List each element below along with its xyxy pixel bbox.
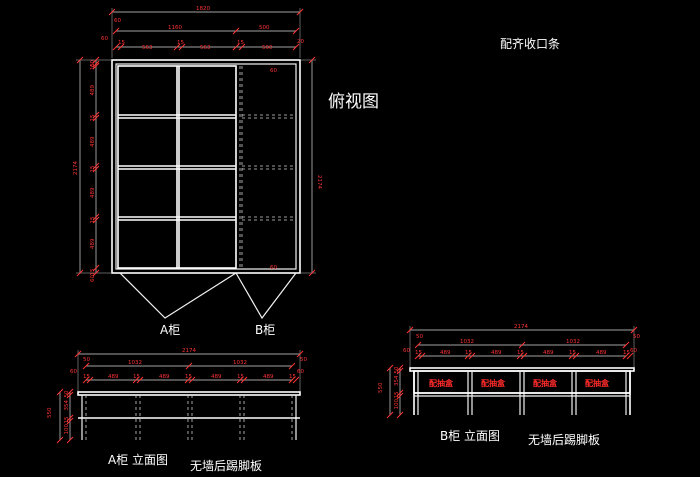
cabinet-leaders — [119, 272, 297, 320]
plan-a-width: 1160 — [168, 25, 182, 31]
b-elev-left-end: 50 — [416, 334, 423, 340]
plan-left-seq-9: 489 — [90, 238, 96, 249]
a-elev-right-end: 50 — [300, 357, 307, 363]
plan-right-dimensions: 2174 — [300, 56, 322, 277]
b-elev-bay-7: 15 — [569, 350, 576, 356]
plan-left-total: 2174 — [73, 161, 79, 175]
plan-bay2: 563 — [200, 45, 211, 51]
b-elev-bay-5: 15 — [517, 350, 524, 356]
cabinet-a-grid — [117, 65, 237, 269]
a-elev-bay-7: 15 — [237, 374, 244, 380]
a-elevation-title: A柜 立面图 — [108, 452, 168, 467]
a-elev-height-3: 15 — [64, 416, 70, 423]
b-elev-half-left: 1032 — [460, 339, 474, 345]
a-elev-left-end2: 60 — [70, 369, 77, 375]
plan-corner-bottom-dim: 60 — [270, 265, 277, 271]
top-view-title: 俯视图 — [328, 92, 379, 112]
align-edge-note: 配齐收口条 — [500, 36, 560, 51]
plan-left-seq-1: 60 — [90, 60, 96, 67]
a-elev-bay-dims: 15 489 15 489 15 489 15 489 15 — [82, 374, 300, 384]
a-elev-height-2: 354 — [64, 400, 70, 411]
plan-seg1: 15 — [118, 40, 125, 46]
plan-left-seq-2: 15 — [90, 63, 96, 70]
a-elevation: 2174 50 50 1032 1032 60 60 15 489 15 489 15 4… — [47, 348, 307, 444]
plan-left-seq-10: 15 — [90, 268, 96, 275]
b-elev-bay-8: 489 — [596, 350, 607, 356]
cabinet-a-label: A柜 — [160, 323, 180, 337]
a-elev-half-right: 1032 — [233, 360, 247, 366]
plan-b-width: 500 — [259, 25, 270, 31]
plan-right-total: 2174 — [316, 175, 322, 189]
a-elev-bay-8: 489 — [263, 374, 274, 380]
a-elev-height-total: 550 — [47, 407, 53, 418]
b-elev-bay-2: 489 — [440, 350, 451, 356]
cabinet-b-label: B柜 — [255, 323, 275, 337]
plan-overall-width: 1820 — [196, 6, 210, 12]
plan-left-seq-7: 489 — [90, 187, 96, 198]
a-elev-bay-4: 489 — [159, 374, 170, 380]
plan-left-gap: 60 — [114, 18, 121, 24]
plan-top-dimensions: 1820 1160 500 60 60 20 15 563 15 563 15 … — [101, 6, 304, 58]
a-elev-height-1: 50 — [64, 390, 70, 397]
b-elev-bay-9: 15 — [623, 350, 630, 356]
b-elev-overall: 2174 — [514, 324, 528, 330]
drawer-label-2: 配抽盒 — [481, 378, 506, 388]
a-elev-bay-5: 15 — [185, 374, 192, 380]
kick-board-right-note: 无墙后踢脚板 — [528, 432, 600, 447]
plan-left-seq-8: 15 — [90, 216, 96, 223]
plan-left-seq-3: 489 — [90, 85, 96, 96]
a-elev-bay-9: 15 — [289, 374, 296, 380]
a-elev-half-left: 1032 — [128, 360, 142, 366]
a-elev-bay-3: 15 — [133, 374, 140, 380]
b-elev-right-end: 50 — [633, 334, 640, 340]
b-elev-bay-4: 489 — [491, 350, 502, 356]
b-elev-half-right: 1032 — [566, 339, 580, 345]
a-elev-left-end: 50 — [83, 357, 90, 363]
b-elev-height-4: 100 — [394, 399, 400, 410]
a-elev-bay-1: 15 — [83, 374, 90, 380]
plan-outer-frame — [111, 59, 301, 274]
drawer-label-1: 配抽盒 — [429, 378, 454, 388]
a-elev-overall: 2174 — [182, 348, 196, 354]
plan-left-seq-6: 15 — [90, 165, 96, 172]
cabinet-b-hidden — [235, 66, 296, 268]
b-elev-height-total: 550 — [378, 382, 384, 393]
plan-left-seq-4: 15 — [90, 114, 96, 121]
plan-right-gap: 20 — [297, 39, 304, 45]
plan-left-gap2: 60 — [101, 36, 108, 42]
a-elev-bay-2: 489 — [108, 374, 119, 380]
plan-left-seq-5: 489 — [90, 136, 96, 147]
plan-seg2: 15 — [177, 40, 184, 46]
b-elev-bay-1: 15 — [415, 350, 422, 356]
a-elev-right-end2: 60 — [297, 369, 304, 375]
a-elev-height-4: 100 — [64, 424, 70, 435]
plan-bay1: 563 — [142, 45, 153, 51]
plan-bay3: 500 — [262, 45, 273, 51]
b-elev-height-2: 354 — [394, 375, 400, 386]
plan-inner-frame — [115, 63, 297, 270]
kick-board-left-note: 无墙后踢脚板 — [190, 458, 262, 473]
a-elev-bay-6: 489 — [211, 374, 222, 380]
b-elev-right-end2: 60 — [630, 348, 637, 354]
b-elevation: 2174 50 50 1032 1032 60 60 15 489 15 489 15 4… — [378, 324, 640, 419]
drawer-label-4: 配抽盒 — [585, 378, 610, 388]
plan-view: 60 60 1820 1160 500 60 60 20 — [73, 6, 322, 337]
plan-corner-top-dim: 60 — [270, 68, 277, 74]
b-elev-bay-3: 15 — [465, 350, 472, 356]
b-elev-height-3: 15 — [394, 391, 400, 398]
a-elev-top-board — [77, 391, 301, 396]
plan-seg3: 15 — [237, 40, 244, 46]
drawer-label-3: 配抽盒 — [533, 378, 558, 388]
b-elev-bay-dims: 15 489 15 489 15 489 15 489 15 — [414, 350, 634, 360]
b-elevation-title: B柜 立面图 — [440, 428, 500, 443]
b-elev-left-end2: 60 — [403, 348, 410, 354]
plan-left-seq-11: 60 — [90, 275, 96, 282]
b-elev-bay-6: 489 — [543, 350, 554, 356]
b-elev-height-1: 50 — [394, 366, 400, 373]
